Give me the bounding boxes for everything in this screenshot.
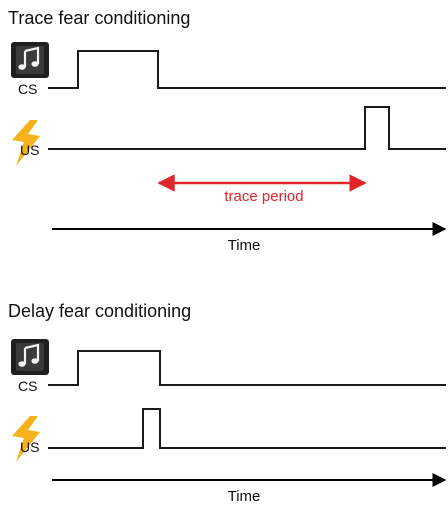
trace-cs-signal	[48, 50, 446, 89]
trace-time-label: Time	[228, 237, 261, 254]
trace-us-label: US	[20, 142, 39, 158]
trace-us-signal	[48, 106, 446, 150]
delay-us-label: US	[20, 439, 39, 455]
trace-panel-title: Trace fear conditioning	[8, 8, 190, 28]
trace-conditioning-panel: Trace fear conditioning CS US trace peri…	[8, 8, 447, 254]
lightning-bolt-icon	[12, 416, 40, 462]
delay-us-signal	[48, 408, 446, 449]
music-note-icon	[11, 42, 49, 78]
music-note-icon	[11, 339, 49, 375]
delay-time-label: Time	[228, 488, 261, 505]
trace-period-label: trace period	[224, 188, 303, 205]
delay-cs-label: CS	[18, 378, 37, 394]
trace-cs-label: CS	[18, 81, 37, 97]
delay-panel-title: Delay fear conditioning	[8, 301, 191, 321]
lightning-bolt-icon	[12, 120, 40, 166]
delay-cs-signal	[48, 350, 446, 386]
delay-conditioning-panel: Delay fear conditioning CS US Time	[8, 301, 447, 505]
